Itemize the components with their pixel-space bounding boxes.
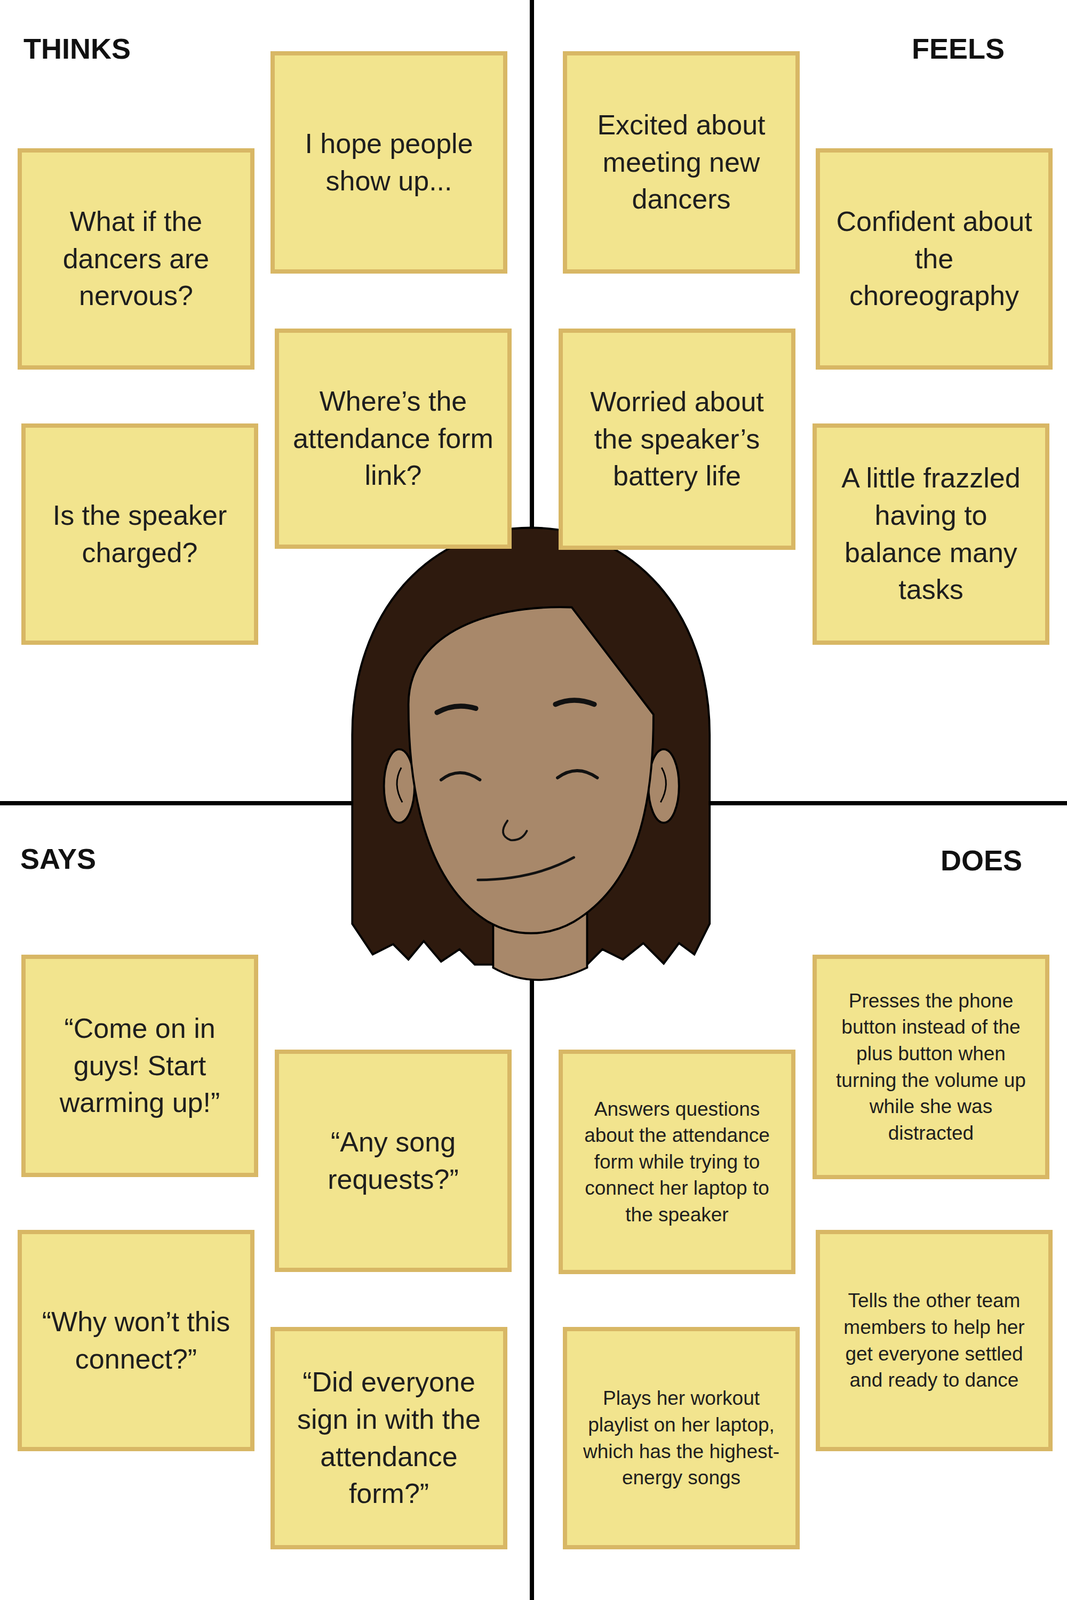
face: [408, 607, 654, 934]
sticky-note: Confident about the choreography: [815, 148, 1053, 370]
sticky-note: Plays her workout playlist on her laptop…: [562, 1327, 800, 1550]
note-text: “Did everyone sign in with the attendanc…: [284, 1364, 494, 1514]
sticky-note: I hope people show up...: [270, 51, 508, 274]
sticky-note: A little frazzled having to balance many…: [812, 423, 1050, 646]
ear: [384, 749, 415, 824]
note-text: A little frazzled having to balance many…: [826, 459, 1036, 609]
note-text: Confident about the choreography: [829, 203, 1039, 315]
note-text: “Come on in guys! Start warming up!”: [35, 1010, 245, 1122]
persona-face: [352, 527, 710, 981]
note-text: Worried about the speaker’s battery life: [572, 383, 782, 496]
sticky-note: Tells the other team members to help her…: [815, 1230, 1053, 1452]
sticky-note: Answers questions about the attendance f…: [558, 1049, 796, 1275]
note-text: Plays her workout playlist on her laptop…: [576, 1385, 786, 1492]
sticky-note: Presses the phone button instead of the …: [812, 954, 1050, 1180]
quadrant-label: SAYS: [20, 844, 97, 874]
note-text: Tells the other team members to help her…: [829, 1287, 1039, 1394]
eyebrow: [436, 706, 476, 713]
sticky-note: “Come on in guys! Start warming up!”: [21, 954, 259, 1178]
ear-detail: [660, 767, 666, 803]
note-text: I hope people show up...: [284, 125, 494, 200]
ear: [648, 749, 679, 824]
note-text: “Any song requests?”: [288, 1124, 498, 1199]
sticky-note: “Why won’t this connect?”: [17, 1230, 255, 1452]
hair: [352, 527, 710, 965]
sticky-note: “Did everyone sign in with the attendanc…: [270, 1327, 508, 1550]
quadrant-label: THINKS: [23, 34, 131, 63]
note-text: Excited about meeting new dancers: [576, 106, 786, 219]
sticky-note: Where’s the attendance form link?: [274, 328, 512, 549]
quadrant-label: FEELS: [911, 34, 1005, 63]
note-text: What if the dancers are nervous?: [31, 203, 241, 315]
eyebrow: [555, 700, 595, 705]
note-text: Answers questions about the attendance f…: [572, 1096, 782, 1229]
note-text: Presses the phone button instead of the …: [826, 988, 1036, 1147]
nose: [503, 821, 528, 841]
ear-detail: [396, 767, 403, 803]
sticky-note: Worried about the speaker’s battery life: [558, 328, 796, 551]
sticky-note: “Any song requests?”: [274, 1049, 512, 1273]
sticky-note: What if the dancers are nervous?: [17, 148, 255, 370]
sticky-note: Excited about meeting new dancers: [562, 51, 800, 274]
note-text: Is the speaker charged?: [35, 497, 245, 572]
note-text: Where’s the attendance form link?: [288, 383, 498, 495]
closed-eye: [441, 773, 481, 780]
quadrant-label: DOES: [940, 846, 1023, 875]
note-text: “Why won’t this connect?”: [31, 1303, 241, 1379]
closed-eye: [557, 770, 598, 778]
mouth: [478, 857, 575, 881]
sticky-note: Is the speaker charged?: [21, 423, 259, 646]
